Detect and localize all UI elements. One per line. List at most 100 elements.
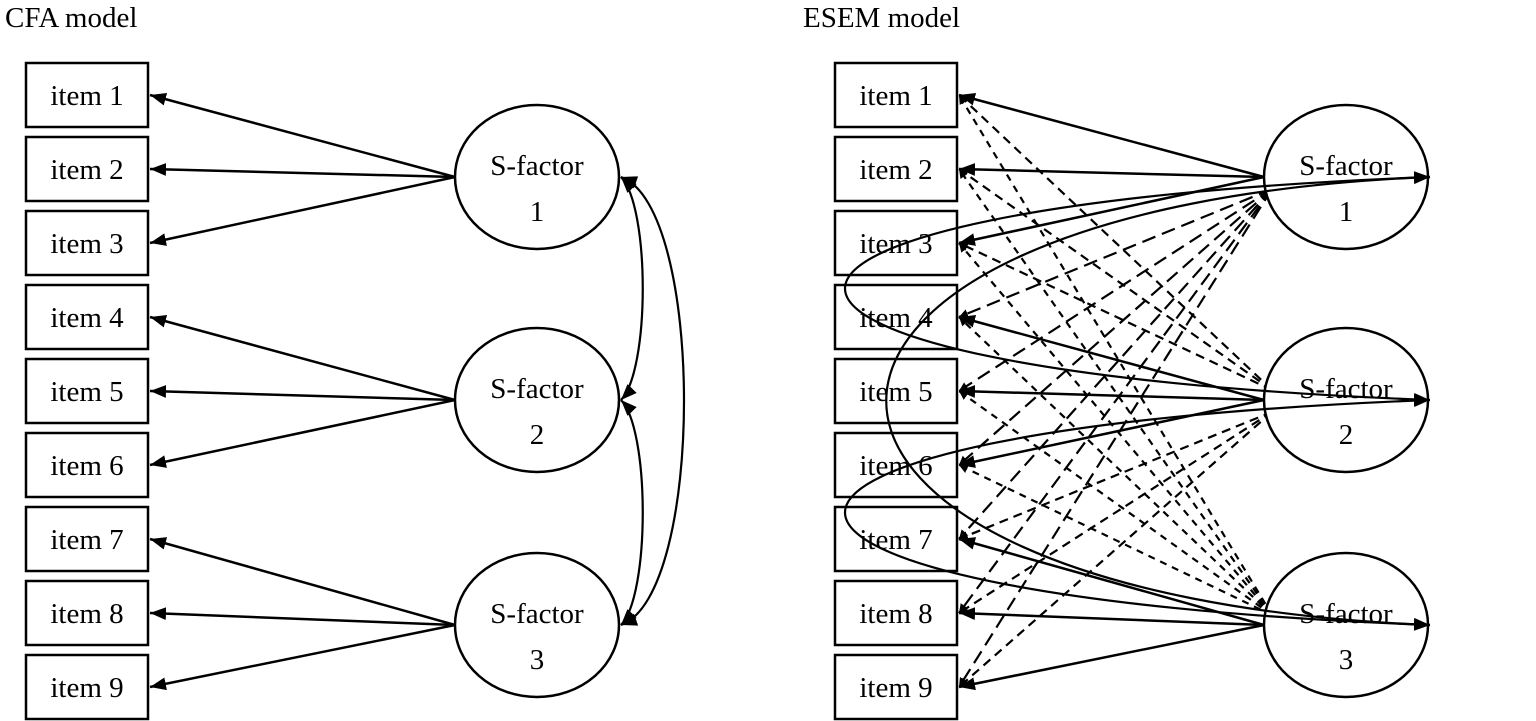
item-label: item 2 <box>859 154 932 186</box>
item-label: item 9 <box>859 672 932 704</box>
item-label: item 8 <box>50 598 123 630</box>
item-rect <box>24 61 150 129</box>
factor-label: S-factor <box>1299 373 1393 405</box>
cross-loading-f2-item2 <box>958 168 1273 391</box>
factor-3: S-factor 3 <box>453 551 621 699</box>
item-label: item 8 <box>859 598 932 630</box>
item-box: item 2 <box>24 135 150 203</box>
factor-ellipse <box>453 103 621 251</box>
item-rect <box>833 135 959 203</box>
factor-2: S-factor 2 <box>1262 326 1430 474</box>
factor-number: 3 <box>530 644 545 676</box>
cross-loading-f3-item1 <box>958 94 1273 616</box>
correlation-f1-f2 <box>620 176 644 401</box>
factor-number: 3 <box>1339 644 1354 676</box>
cross-loading-f1-item9 <box>958 188 1273 688</box>
item-box: item 8 <box>24 579 150 647</box>
factor-label: S-factor <box>490 373 584 405</box>
item-box: item 9 <box>833 653 959 721</box>
item-box: item 7 <box>833 505 959 573</box>
item-box: item 6 <box>24 431 150 499</box>
cfa-title: CFA model <box>5 2 138 34</box>
item-rect <box>24 209 150 277</box>
factor-2: S-factor 2 <box>453 326 621 474</box>
loading-f3-item7 <box>958 537 1265 627</box>
item-box: item 3 <box>833 209 959 277</box>
factor-ellipse <box>453 326 621 474</box>
item-label: item 3 <box>859 228 932 260</box>
factor-label: S-factor <box>1299 150 1393 182</box>
item-box: item 5 <box>833 357 959 425</box>
item-label: item 9 <box>50 672 123 704</box>
item-rect <box>833 357 959 425</box>
factor-label: S-factor <box>490 598 584 630</box>
item-label: item 3 <box>50 228 123 260</box>
item-box: item 5 <box>24 357 150 425</box>
item-rect <box>833 283 959 351</box>
cross-loading-f3-item6 <box>958 464 1273 616</box>
item-rect <box>24 431 150 499</box>
factor-1: S-factor 1 <box>453 103 621 251</box>
item-label: item 7 <box>859 524 932 556</box>
item-rect <box>833 505 959 573</box>
item-label: item 5 <box>50 376 123 408</box>
factor-ellipse <box>453 551 621 699</box>
correlation-f1-f3 <box>885 171 1431 631</box>
factor-number: 1 <box>530 196 545 228</box>
esem-title: ESEM model <box>803 2 961 34</box>
factor-number: 1 <box>1339 196 1354 228</box>
cross-loading-f2-item3 <box>958 242 1273 391</box>
loading-f1-item2 <box>149 163 456 179</box>
item-label: item 2 <box>50 154 123 186</box>
correlation-f2-f3 <box>843 394 1431 631</box>
loading-f3-item8 <box>149 607 456 627</box>
factor-1: S-factor 1 <box>1262 103 1430 251</box>
item-rect <box>833 209 959 277</box>
cross-loading-f2-item1 <box>958 94 1273 391</box>
item-rect <box>24 505 150 573</box>
loading-f1-item3 <box>149 175 456 246</box>
loading-f1-item2 <box>958 163 1265 179</box>
cross-loading-f1-item7 <box>958 188 1273 540</box>
cfa-panel: item 1 item 2 item 3 item 4 item 5 item 6 item… <box>24 61 686 721</box>
item-box: item 9 <box>24 653 150 721</box>
factor-label: S-factor <box>1299 598 1393 630</box>
factor-3: S-factor 3 <box>1262 551 1430 699</box>
item-label: item 1 <box>50 80 123 112</box>
item-rect <box>24 579 150 647</box>
cross-loading-f3-item4 <box>958 316 1273 616</box>
loading-f3-item9 <box>958 623 1265 691</box>
loading-f3-item9 <box>149 623 456 691</box>
factor-number: 2 <box>1339 419 1354 451</box>
item-box: item 1 <box>833 61 959 129</box>
cross-loading-f1-item4 <box>958 187 1273 319</box>
loading-f3-item7 <box>149 537 456 627</box>
item-box: item 4 <box>24 283 150 351</box>
cross-loading-f2-item8 <box>958 411 1273 614</box>
loading-f2-item5 <box>149 385 456 402</box>
correlation-f1-f3 <box>620 175 686 627</box>
factor-number: 2 <box>530 419 545 451</box>
correlation-f2-f3 <box>620 399 644 626</box>
item-box: item 1 <box>24 61 150 129</box>
item-box: item 7 <box>24 505 150 573</box>
cross-loading-f1-item8 <box>958 188 1273 614</box>
cross-loading-f2-item7 <box>958 410 1273 541</box>
item-rect <box>833 61 959 129</box>
loading-f2-item6 <box>958 398 1265 468</box>
item-rect <box>24 653 150 721</box>
loading-f3-item8 <box>958 607 1265 627</box>
item-rect <box>833 579 959 647</box>
item-label: item 6 <box>50 450 123 482</box>
item-rect <box>24 135 150 203</box>
loading-f2-item6 <box>149 398 456 468</box>
item-box: item 8 <box>833 579 959 647</box>
item-label: item 6 <box>859 450 932 482</box>
loading-f1-item1 <box>149 92 456 179</box>
item-label: item 4 <box>50 302 124 334</box>
item-box: item 4 <box>833 283 959 351</box>
loading-f1-item1 <box>958 92 1265 179</box>
factor-label: S-factor <box>490 150 584 182</box>
